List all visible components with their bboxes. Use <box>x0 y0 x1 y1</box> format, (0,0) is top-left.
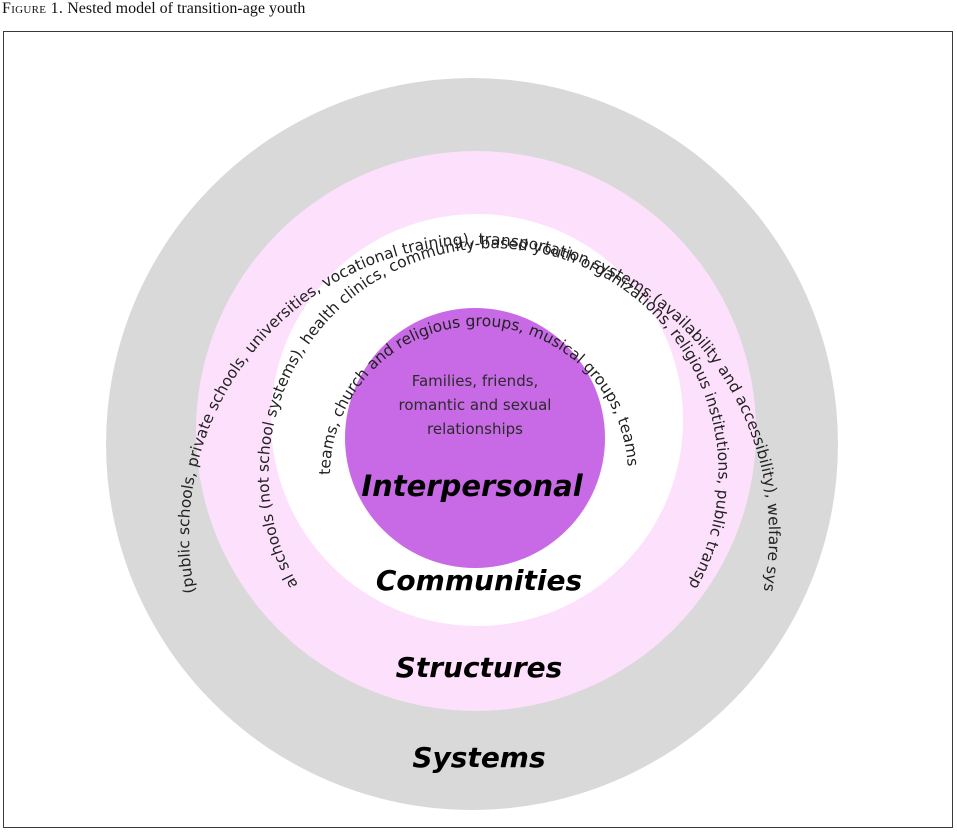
figure-caption-text: Nested model of transition-age youth <box>63 0 306 17</box>
figure-caption: Figure 1. Nested model of transition-age… <box>2 0 305 18</box>
figure-frame <box>3 31 953 828</box>
interpersonal-description-line-1: Families, friends, <box>412 372 539 390</box>
interpersonal-description-line-2: romantic and sexual <box>399 396 552 414</box>
interpersonal-core <box>345 308 605 568</box>
figure-caption-lead: Figure 1. <box>2 0 64 17</box>
interpersonal-description-line-3: relationships <box>427 420 523 438</box>
systems-label: Systems <box>412 741 545 774</box>
structures-label: Structures <box>396 651 563 684</box>
communities-label: Communities <box>376 564 582 597</box>
interpersonal-label: Interpersonal <box>361 469 583 503</box>
